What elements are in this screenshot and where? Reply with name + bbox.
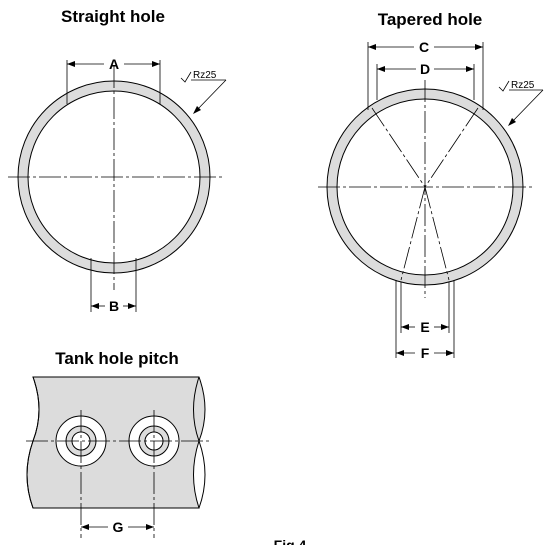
dim-b-label: B (109, 298, 119, 314)
figure-caption: Fig.4 (274, 537, 307, 545)
surface-finish-leader-tapered (509, 89, 544, 125)
dim-f-arrow-left (396, 350, 404, 356)
dim-d-label: D (420, 61, 430, 77)
dim-d-arrow-left (377, 66, 385, 72)
dim-c-arrow-right (475, 44, 483, 50)
straight-hole-title: Straight hole (61, 7, 165, 26)
surface-finish-check-icon-tapered (498, 80, 510, 92)
dim-b-arrow-right (128, 303, 136, 309)
dim-g-arrow-left (81, 524, 89, 530)
taper-line-upper-left (371, 107, 426, 188)
dim-g-arrow-right (146, 524, 154, 530)
dim-e-arrow-left (401, 324, 409, 330)
dim-e-label: E (420, 319, 429, 335)
dim-b-arrow-left (91, 303, 99, 309)
surface-finish-arrow (193, 106, 201, 114)
taper-line-lower-left (400, 186, 426, 281)
tapered-hole-title: Tapered hole (378, 10, 483, 29)
surface-finish-label-tapered: Rz25 (511, 80, 535, 91)
surface-finish-leader (194, 79, 227, 113)
dim-a-label: A (109, 56, 119, 72)
tank-hole-pitch-title: Tank hole pitch (55, 349, 178, 368)
dim-f-label: F (421, 345, 430, 361)
dim-a-arrow-left (67, 61, 75, 67)
dim-d-arrow-right (466, 66, 474, 72)
dim-a-arrow-right (152, 61, 160, 67)
straight-hole-drawing: A B Rz25 (8, 56, 227, 314)
dim-f-arrow-right (446, 350, 454, 356)
dim-c-label: C (419, 39, 429, 55)
surface-finish-label-straight: Rz25 (193, 70, 217, 81)
dim-g-label: G (113, 519, 124, 535)
taper-line-lower-right (424, 186, 450, 281)
dim-e-arrow-right (441, 324, 449, 330)
tank-hole-pitch-drawing: G (26, 376, 210, 538)
dim-c-arrow-left (368, 44, 376, 50)
surface-finish-arrow-tapered (508, 118, 516, 126)
surface-finish-check-icon (180, 71, 192, 83)
taper-line-upper-right (424, 107, 479, 188)
tapered-hole-drawing: C D E F Rz25 (318, 39, 544, 361)
